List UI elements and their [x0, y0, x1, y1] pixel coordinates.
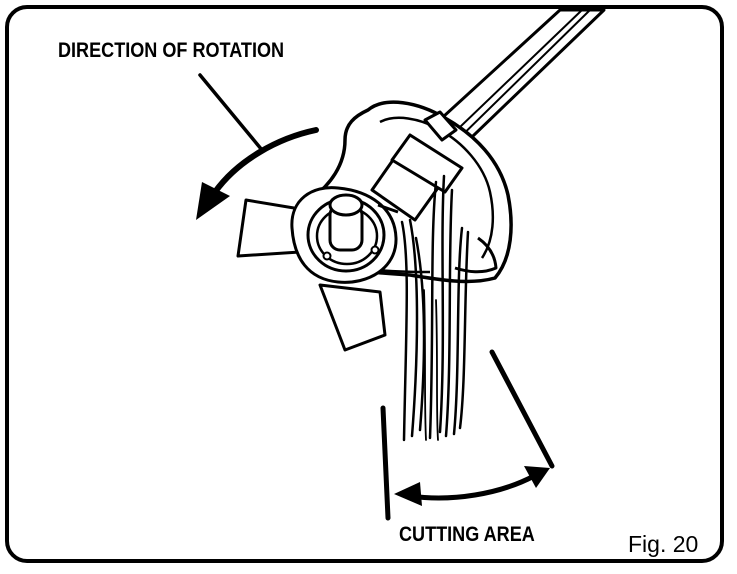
- grass-clump: [400, 174, 470, 442]
- direction-pointer-line: [198, 73, 264, 152]
- direction-of-rotation-label: DIRECTION OF ROTATION: [58, 39, 285, 62]
- cutting-area-right-boundary: [489, 349, 555, 469]
- rotation-arrow-icon: [196, 127, 319, 220]
- cutting-area-left-boundary: [380, 405, 391, 521]
- spindle-hub: [290, 186, 398, 284]
- cutting-area-label: CUTTING AREA: [399, 523, 535, 546]
- figure-number-label: Fig. 20: [628, 531, 699, 557]
- cutting-blade: [236, 198, 387, 352]
- cutting-area-arrow-icon: [394, 466, 550, 506]
- figure-frame: [5, 5, 724, 563]
